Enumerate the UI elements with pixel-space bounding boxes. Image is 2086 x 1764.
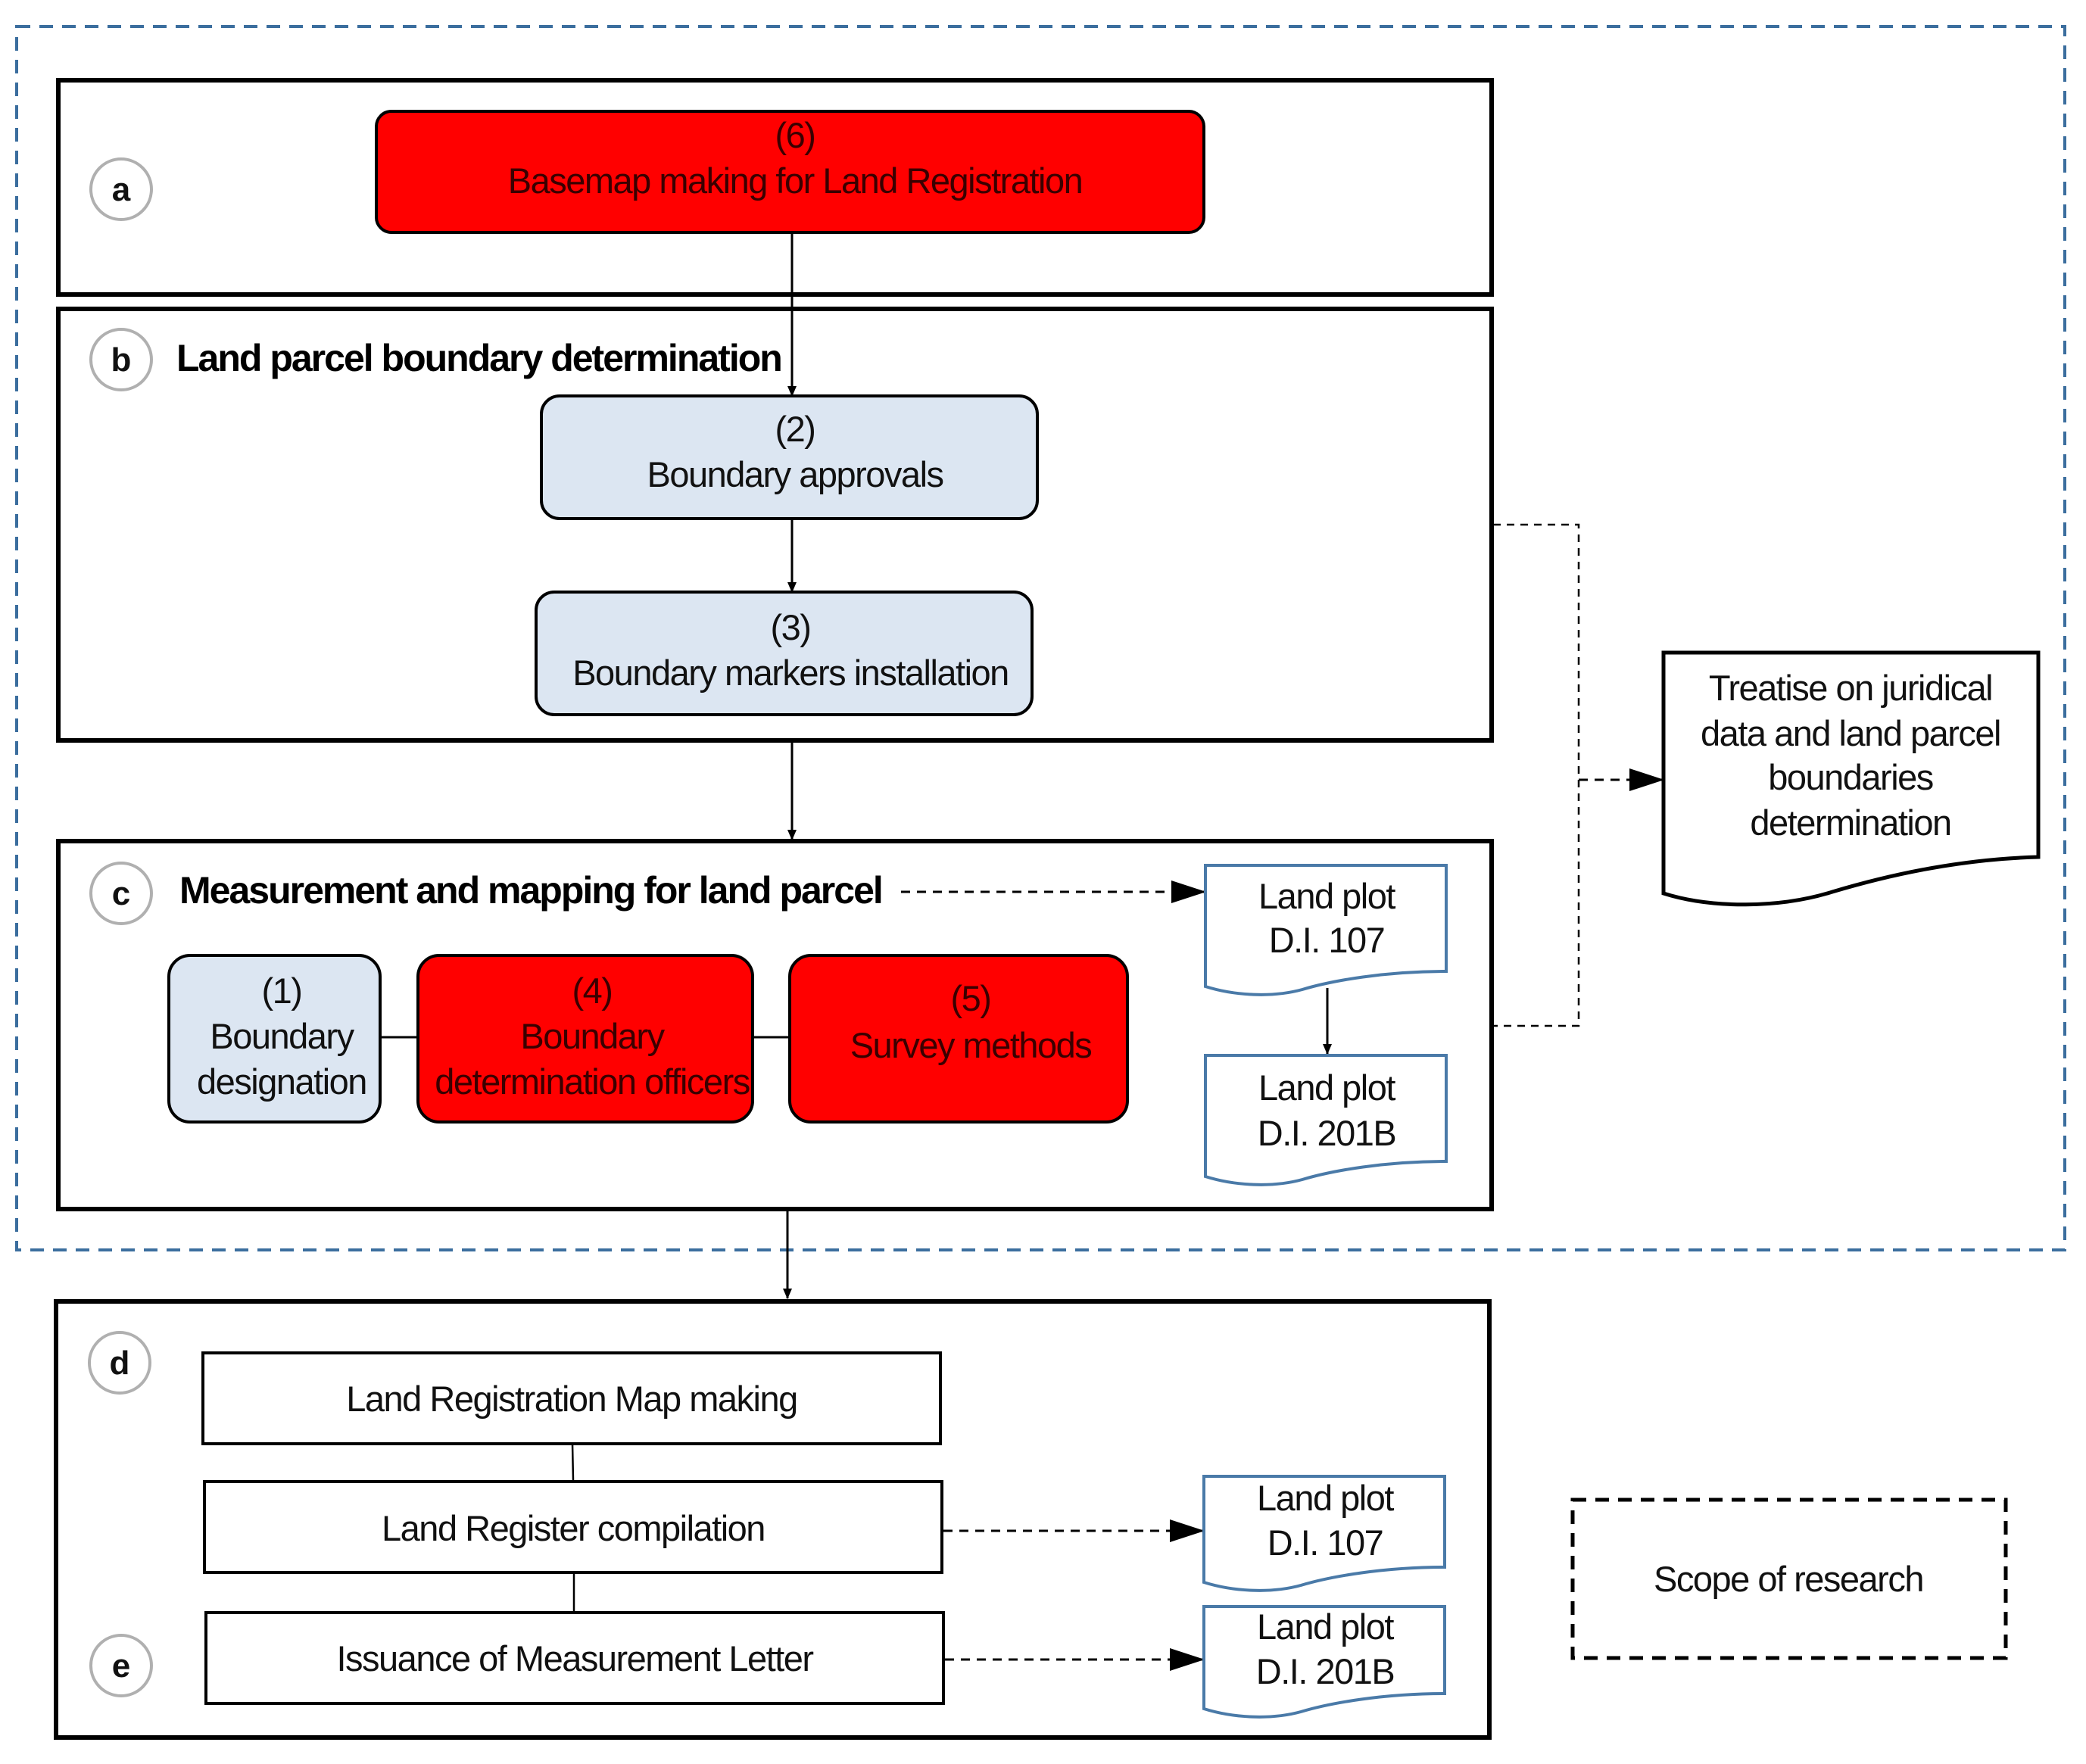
svg-text:(2): (2): [775, 409, 815, 449]
land-register-compilation-box: Land Register compilation: [203, 1480, 943, 1574]
svg-text:D.I. 107: D.I. 107: [1268, 1522, 1383, 1563]
svg-text:(4): (4): [572, 971, 613, 1011]
svg-text:D.I. 201B: D.I. 201B: [1256, 1651, 1394, 1691]
svg-text:Scope of research: Scope of research: [1654, 1559, 1923, 1599]
svg-text:Treatise on juridical: Treatise on juridical: [1709, 668, 1992, 708]
svg-text:Issuance of Measurement Letter: Issuance of Measurement Letter: [336, 1638, 813, 1678]
svg-text:(5): (5): [951, 978, 991, 1018]
document-land-plot-di-107-d: Land plot D.I. 107: [1202, 1475, 1446, 1592]
svg-text:(6): (6): [775, 115, 815, 155]
section-b-heading: Land parcel boundary determination: [176, 337, 781, 379]
svg-text:determination officers: determination officers: [435, 1061, 749, 1102]
svg-text:D.I. 107: D.I. 107: [1269, 920, 1385, 960]
scope-of-research-boundary: [15, 25, 2066, 1251]
svg-text:D.I. 201B: D.I. 201B: [1258, 1113, 1395, 1153]
svg-text:Basemap making for Land Regist: Basemap making for Land Registration: [508, 161, 1083, 201]
dashed-bracket-to-treatise: [1493, 523, 1580, 1027]
svg-text:(1): (1): [262, 971, 302, 1011]
svg-text:Boundary approvals: Boundary approvals: [647, 454, 943, 494]
step-3-boundary-markers-installation: (3) Boundary markers installation: [535, 591, 1034, 716]
treatise-document: Treatise on juridical data and land parc…: [1661, 650, 2041, 907]
svg-text:Land plot: Land plot: [1257, 1607, 1394, 1647]
document-land-plot-di-107-c: Land plot D.I. 107: [1204, 864, 1448, 996]
svg-text:c: c: [112, 875, 130, 912]
document-land-plot-di-201b-d: Land plot D.I. 201B: [1202, 1605, 1446, 1719]
document-land-plot-di-201b-c: Land plot D.I. 201B: [1204, 1054, 1448, 1186]
svg-text:data and land parcel: data and land parcel: [1701, 713, 2000, 753]
connector-map-to-register: [571, 1443, 575, 1481]
section-c-heading: Measurement and mapping for land parcel: [179, 869, 882, 912]
step-4-boundary-determination-officers: (4) Boundary determination officers: [416, 954, 754, 1124]
section-c-marker: c: [89, 862, 153, 925]
svg-text:Land Registration Map making: Land Registration Map making: [346, 1379, 797, 1419]
section-e-marker: e: [89, 1634, 153, 1697]
section-a-marker: a: [89, 157, 153, 221]
svg-text:Land Register compilation: Land Register compilation: [382, 1508, 765, 1548]
svg-text:Boundary: Boundary: [520, 1016, 665, 1056]
svg-text:d: d: [110, 1345, 130, 1382]
svg-text:Land plot: Land plot: [1258, 1067, 1395, 1108]
svg-text:Land plot: Land plot: [1258, 876, 1395, 916]
svg-text:(3): (3): [771, 607, 811, 647]
svg-text:determination: determination: [1750, 803, 1950, 843]
step-1-boundary-designation: (1) Boundary designation: [167, 954, 382, 1124]
svg-text:boundaries: boundaries: [1768, 757, 1933, 797]
svg-text:e: e: [112, 1647, 130, 1685]
svg-text:a: a: [112, 171, 131, 208]
issuance-of-measurement-letter-box: Issuance of Measurement Letter: [204, 1611, 945, 1705]
step-5-survey-methods: (5) Survey methods: [788, 954, 1129, 1124]
svg-text:Survey methods: Survey methods: [850, 1025, 1092, 1065]
land-registration-map-making-box: Land Registration Map making: [201, 1351, 942, 1445]
svg-text:Boundary: Boundary: [210, 1016, 354, 1056]
svg-text:Boundary markers installation: Boundary markers installation: [572, 653, 1009, 693]
legend-scope-of-research: Scope of research: [1570, 1498, 2008, 1660]
step-2-boundary-approvals: (2) Boundary approvals: [540, 394, 1039, 520]
svg-text:designation: designation: [197, 1061, 366, 1102]
section-b-marker: b: [89, 328, 153, 391]
svg-text:Land plot: Land plot: [1257, 1478, 1394, 1518]
section-d-marker: d: [88, 1331, 151, 1395]
svg-text:b: b: [111, 341, 132, 379]
step-6-basemap-making: (6) Basemap making for Land Registration: [375, 110, 1205, 234]
